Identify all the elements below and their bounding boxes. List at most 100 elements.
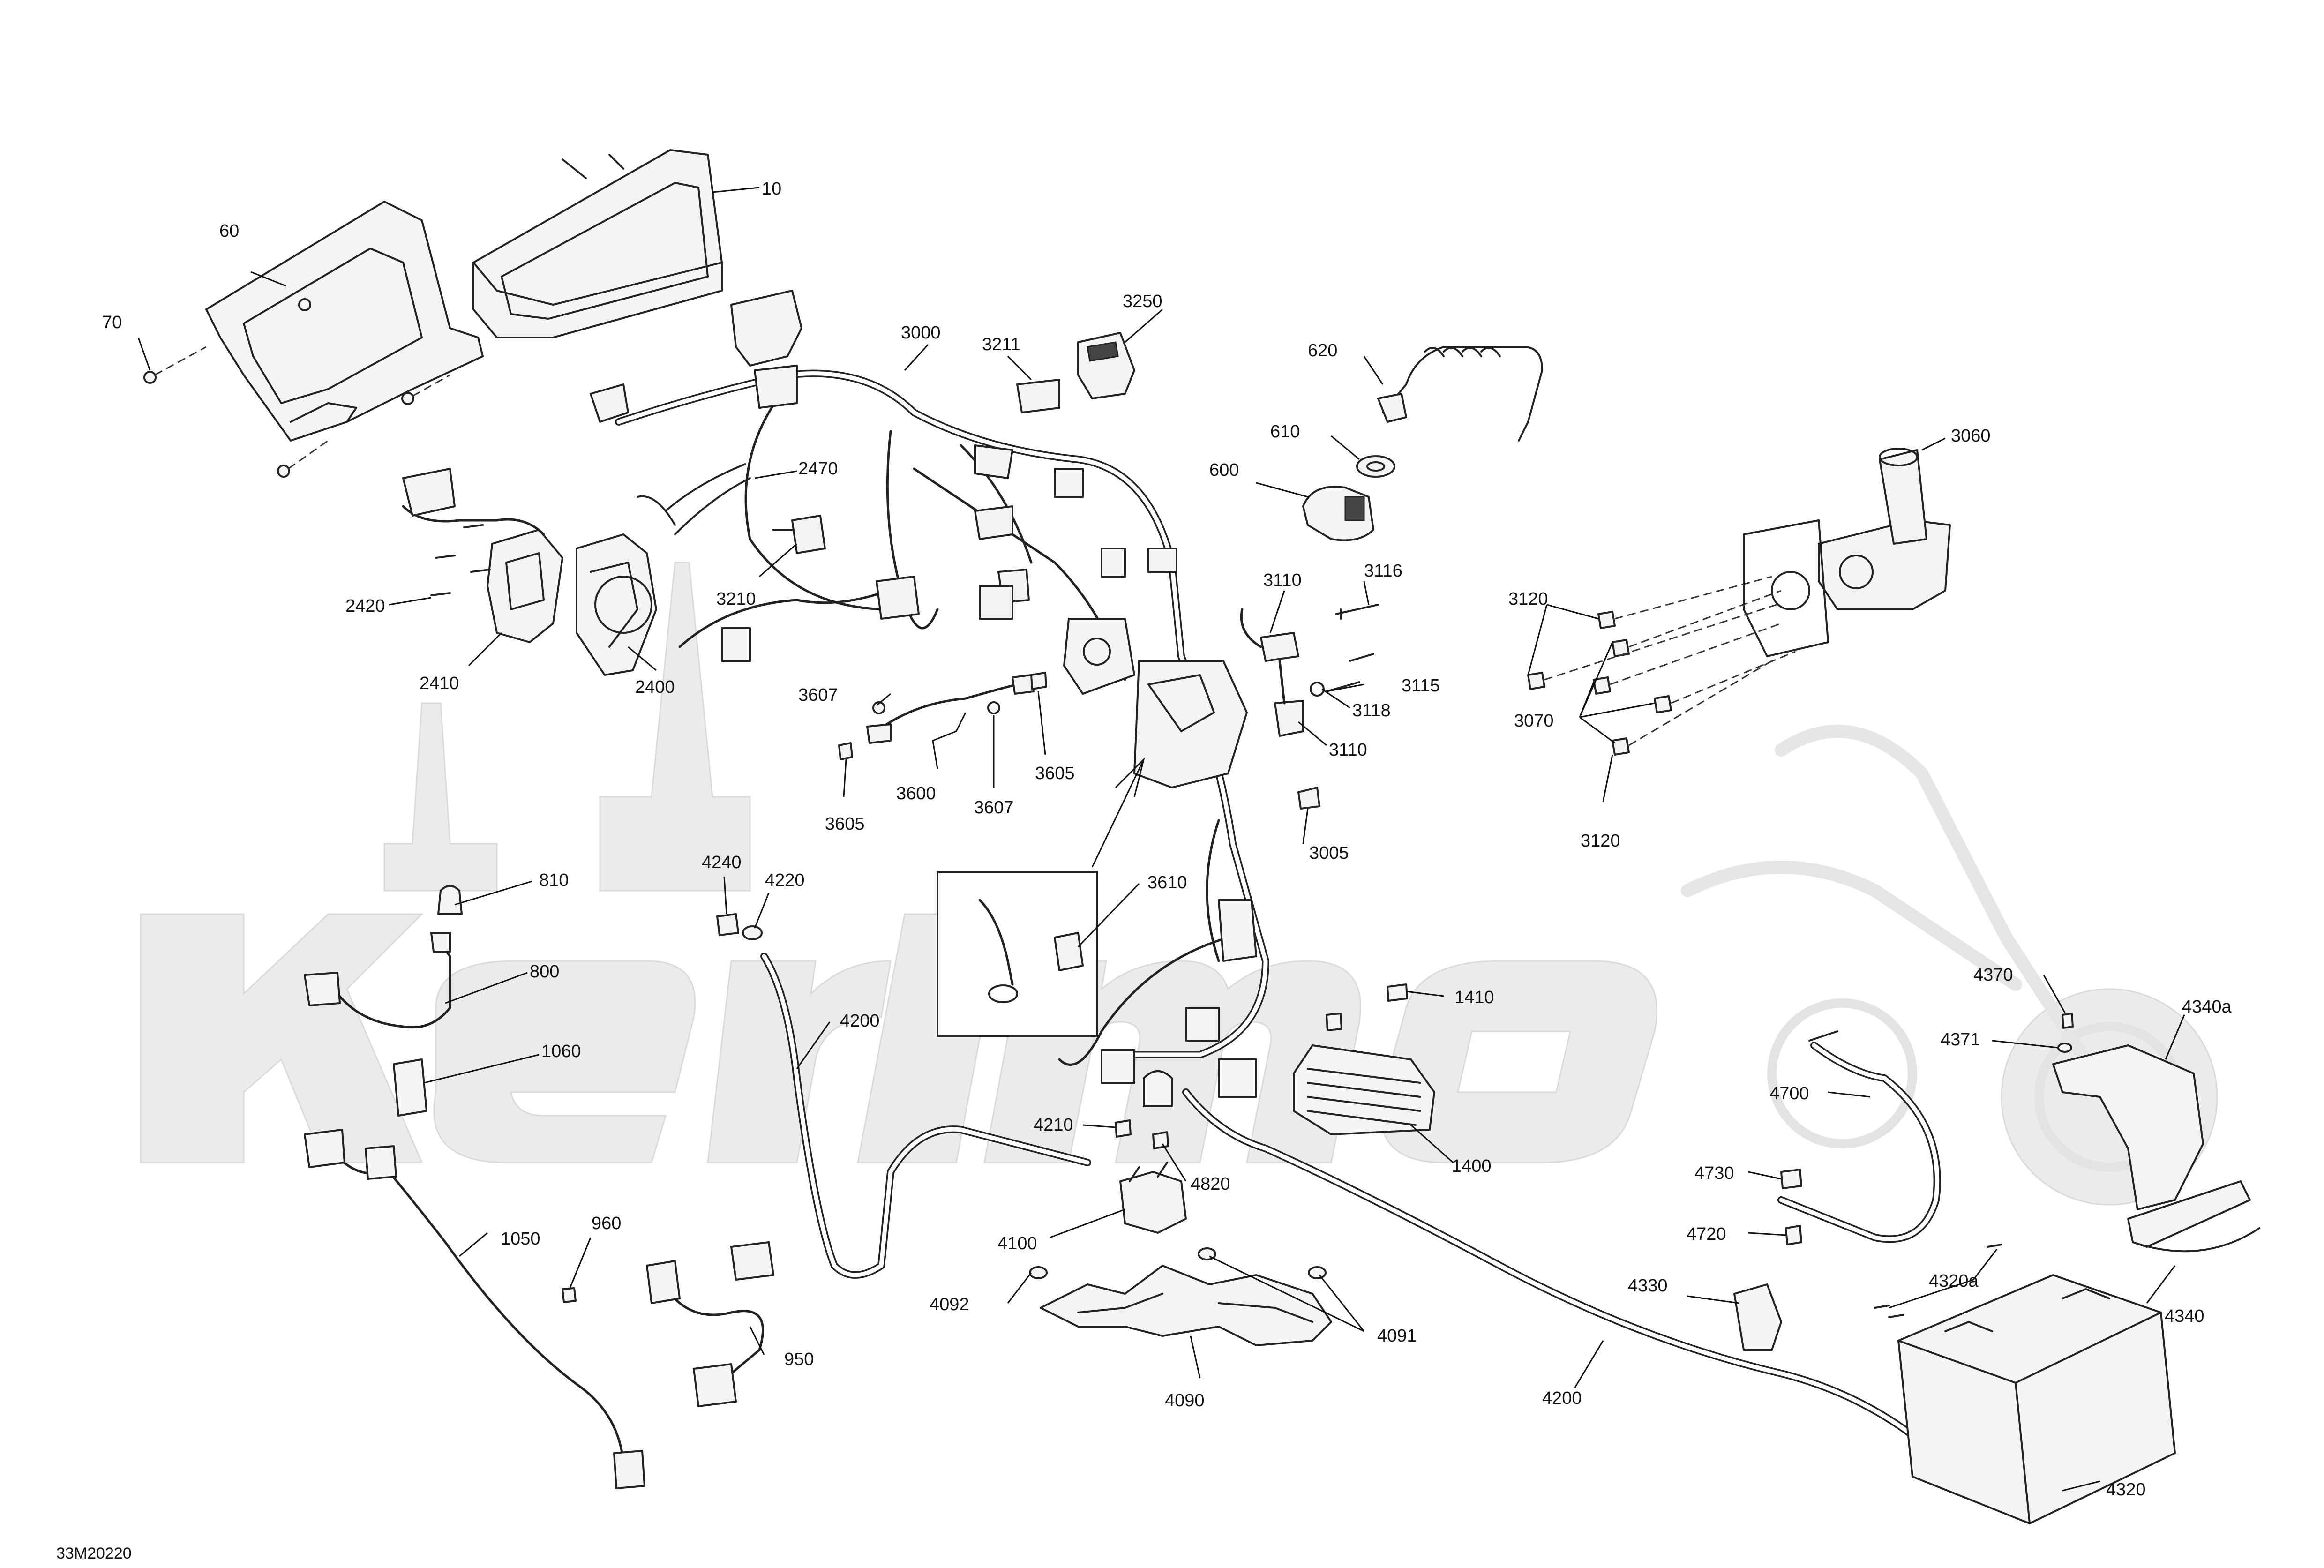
callout-4320a: 4320a — [1929, 1271, 1979, 1291]
screw-4370 — [2062, 1013, 2074, 1029]
switch-housing-2410 — [487, 529, 563, 643]
nut-4730 — [1780, 1169, 1802, 1189]
callout-3000: 3000 — [901, 323, 941, 343]
diagram-reference-code: 33M20220 — [56, 1545, 132, 1562]
screws-4320a — [1874, 1244, 2002, 1318]
callout-3600: 3600 — [896, 784, 936, 803]
screw-1410 — [1326, 983, 1408, 1031]
callout-60: 60 — [219, 221, 239, 241]
callout-600: 600 — [1209, 460, 1239, 480]
solenoid-4100 — [1119, 1162, 1187, 1234]
callout-4091: 4091 — [1377, 1326, 1417, 1346]
brake-switch-3110 — [1240, 608, 1304, 737]
strap-4340 — [2127, 1180, 2260, 1253]
callout-3005: 3005 — [1309, 843, 1349, 863]
callout-3610: 3610 — [1147, 873, 1187, 893]
screw-70 — [143, 346, 450, 478]
terminal-cover-4330 — [1733, 1283, 1782, 1351]
callout-4210: 4210 — [1034, 1115, 1073, 1135]
cable-4700 — [1777, 1030, 1941, 1243]
callout-2400: 2400 — [635, 677, 675, 697]
dess-post-600 — [1302, 486, 1374, 541]
callout-3110-upper: 3110 — [1263, 570, 1302, 590]
grommet-3005 — [1297, 787, 1320, 810]
tether-cord-620 — [1377, 346, 1543, 442]
bracket-4340a — [2052, 1044, 2204, 1210]
callout-3120-upper: 3120 — [1508, 589, 1548, 609]
nut-4240 — [716, 913, 739, 936]
washer-4371 — [2057, 1043, 2072, 1053]
callout-2470: 2470 — [798, 459, 838, 479]
callout-4200-upper: 4200 — [840, 1011, 880, 1031]
callout-1410: 1410 — [1454, 988, 1494, 1007]
ground-cable-3600 — [838, 672, 1047, 760]
screw-960 — [562, 1287, 577, 1303]
battery-cable-4200 — [760, 953, 1949, 1466]
callout-620: 620 — [1308, 341, 1337, 360]
screws-3116-3115-3118 — [1310, 604, 1379, 697]
callout-3211: 3211 — [982, 335, 1020, 354]
bracket-4090 — [1040, 1265, 1332, 1346]
callout-70: 70 — [102, 313, 122, 332]
switch-3250 — [1077, 332, 1135, 399]
harness-1050 — [304, 1129, 645, 1489]
callout-4100: 4100 — [997, 1234, 1037, 1253]
screw-4092 — [1029, 1266, 1048, 1279]
callout-1050: 1050 — [501, 1229, 540, 1249]
callout-2410: 2410 — [420, 674, 459, 693]
callout-3120-lower: 3120 — [1581, 831, 1620, 851]
callout-4720: 4720 — [1687, 1224, 1726, 1244]
cluster-housing-60 — [205, 201, 484, 442]
bolts-3120-3070 — [1527, 576, 1796, 756]
callout-4240: 4240 — [702, 853, 742, 872]
sensor-harness-800 — [304, 932, 451, 1029]
callout-4220: 4220 — [765, 870, 805, 890]
callout-1060: 1060 — [541, 1042, 581, 1061]
callout-4330: 4330 — [1628, 1276, 1668, 1296]
connector-3210 — [772, 515, 826, 554]
callout-3607-left: 3607 — [798, 685, 838, 705]
callout-2420: 2420 — [345, 596, 385, 616]
nut-4210 — [1115, 1119, 1132, 1138]
callout-4320: 4320 — [2106, 1480, 2146, 1500]
callout-labels: 10 60 70 3000 3211 3250 620 610 600 3060… — [56, 179, 2232, 1562]
callout-3607-right: 3607 — [974, 798, 1014, 818]
callout-4340: 4340 — [2165, 1306, 2204, 1326]
callout-3060: 3060 — [1951, 426, 1991, 446]
callout-810: 810 — [539, 870, 569, 890]
detail-inset-3610 — [937, 757, 1145, 1037]
callout-3115: 3115 — [1402, 676, 1440, 696]
callout-4200-lower: 4200 — [1542, 1388, 1582, 1408]
screws-2420 — [430, 524, 491, 596]
battery-4320 — [1897, 1274, 2176, 1524]
actuator-3060 — [1743, 448, 1951, 657]
screws-4091 — [1198, 1247, 1327, 1279]
connector-3211 — [1016, 379, 1060, 413]
callout-960: 960 — [592, 1214, 621, 1233]
callout-3070: 3070 — [1514, 711, 1554, 731]
voltage-regulator-1400 — [1293, 1044, 1435, 1135]
callout-3605-left: 3605 — [825, 814, 865, 834]
callout-4092: 4092 — [930, 1295, 969, 1314]
callout-610: 610 — [1270, 422, 1300, 442]
callout-950: 950 — [784, 1350, 814, 1369]
callout-3605-right: 3605 — [1035, 764, 1075, 783]
callout-4340a: 4340a — [2182, 997, 2232, 1017]
harness-2470 — [402, 463, 751, 536]
handlebar-switch-2400 — [576, 533, 657, 676]
leader-lines — [137, 187, 2185, 1492]
sensor-810 — [437, 885, 463, 915]
harness-950 — [646, 1241, 774, 1407]
callout-10: 10 — [762, 179, 781, 199]
switch-1060 — [393, 1058, 427, 1117]
callout-4730: 4730 — [1694, 1163, 1734, 1183]
callout-3250: 3250 — [1123, 292, 1162, 311]
callout-3210: 3210 — [716, 589, 756, 609]
callout-3110-lower: 3110 — [1329, 740, 1367, 760]
nut-4820 — [1152, 1131, 1169, 1149]
callout-4090: 4090 — [1165, 1391, 1205, 1410]
callout-4371: 4371 — [1941, 1030, 1980, 1050]
callout-4370: 4370 — [1973, 965, 2013, 985]
washer-4220 — [742, 925, 763, 940]
